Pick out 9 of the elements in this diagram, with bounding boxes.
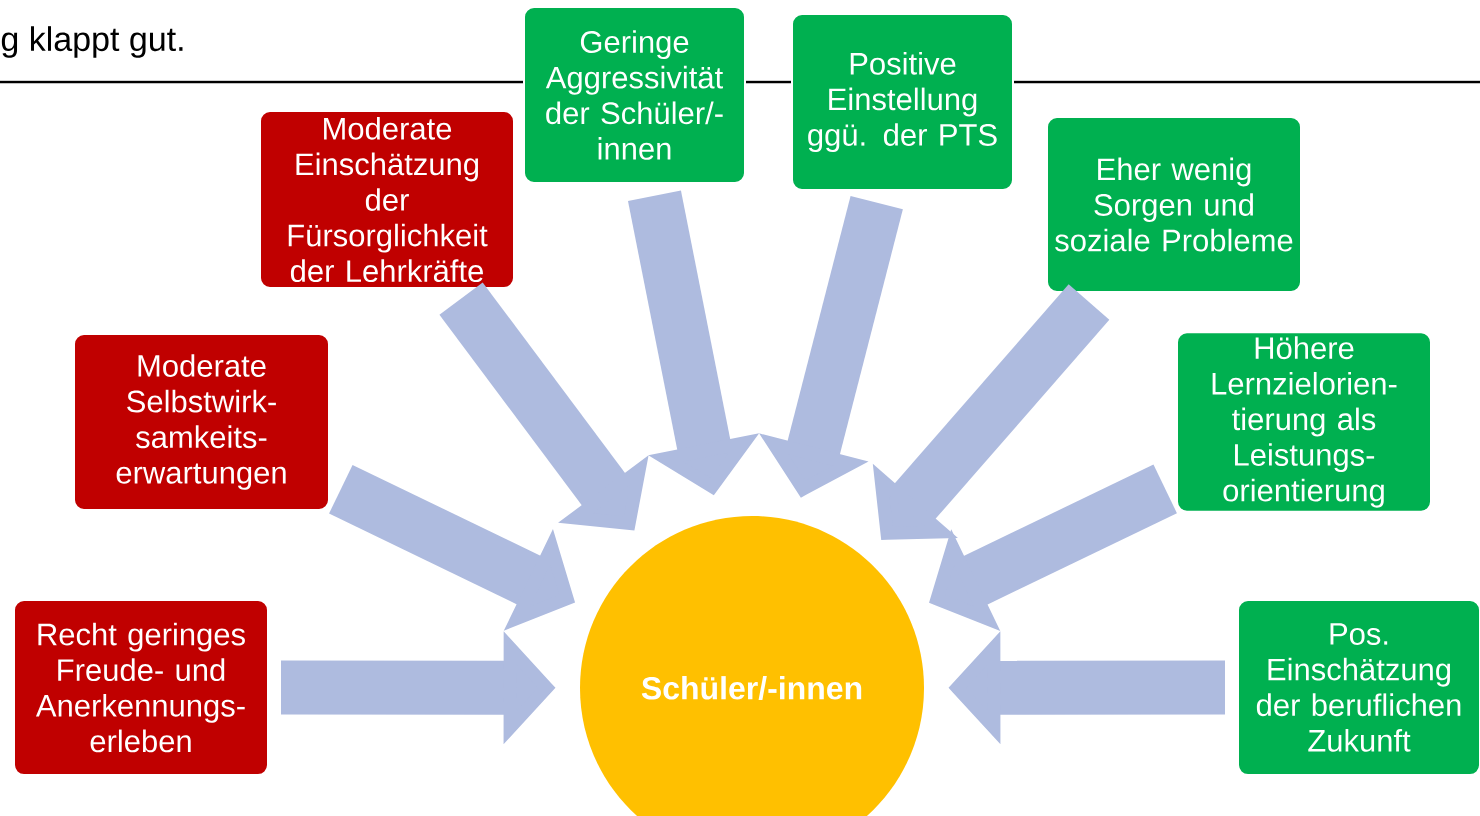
factor-box: Pos. Einschätzung der beruflichen Zukunft bbox=[1237, 599, 1480, 776]
factor-box: Moderate Einschätzung der Fürsorglichkeit der Lehrkräfte bbox=[259, 110, 515, 289]
factor-box: Moderate Selbstwirk- samkeits- erwartungen bbox=[73, 333, 330, 511]
factor-box: Recht geringes Freude- und Anerkennungs- erleben bbox=[13, 599, 269, 776]
factor-box: Positive Einstellung ggü. der PTS bbox=[791, 13, 1014, 191]
heading-text: g klappt gut. bbox=[1, 26, 183, 58]
factor-box: Geringe Aggressivität der Schüler/- innen bbox=[523, 6, 746, 184]
factor-box: Eher wenig Sorgen und soziale Probleme bbox=[1046, 116, 1302, 293]
factor-box: Höhere Lernzielorien- tierung als Leistungs- orientierung bbox=[1176, 331, 1432, 513]
